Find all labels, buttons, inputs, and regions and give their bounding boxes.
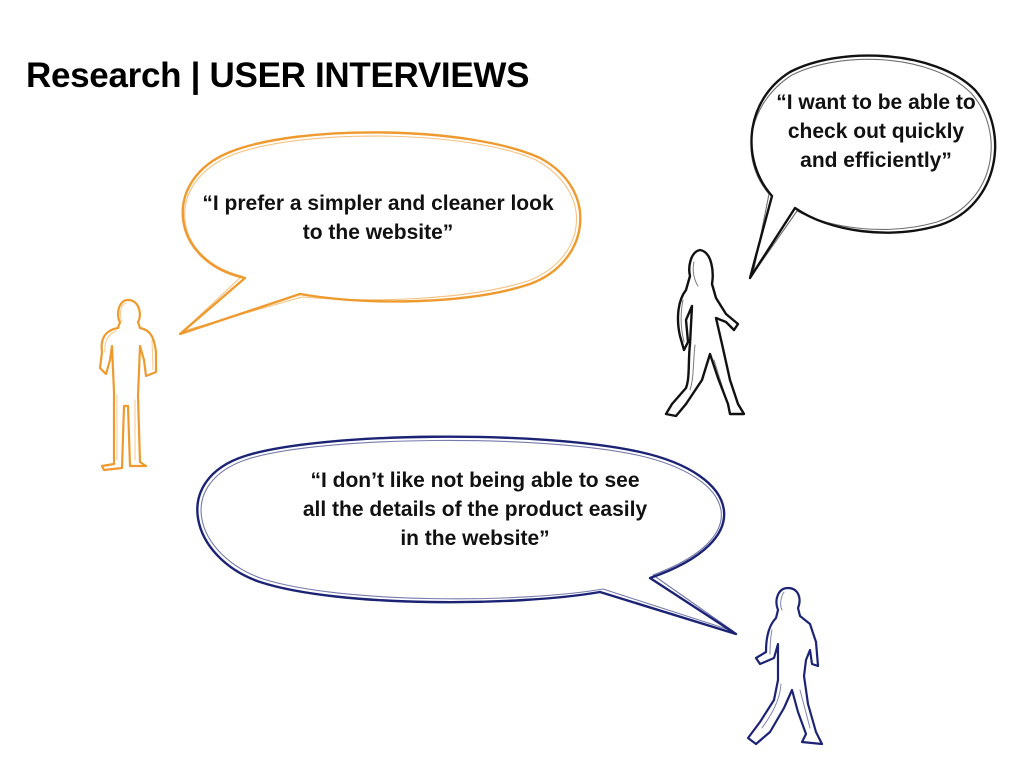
speech-bubble-2 — [748, 54, 997, 280]
quote-text-2: “I want to be able to check out quickly … — [776, 91, 976, 172]
walking-person-icon — [746, 586, 824, 746]
walking-woman-icon — [664, 248, 746, 418]
speech-bubble-1 — [178, 131, 582, 336]
quote-text-3: “I don’t like not being able to see all … — [302, 469, 648, 550]
speech-bubble-3 — [196, 435, 738, 636]
slide-title: Research | USER INTERVIEWS — [26, 56, 530, 95]
standing-person-icon — [98, 298, 158, 472]
quote-text-1: “I prefer a simpler and cleaner look to … — [202, 192, 554, 244]
